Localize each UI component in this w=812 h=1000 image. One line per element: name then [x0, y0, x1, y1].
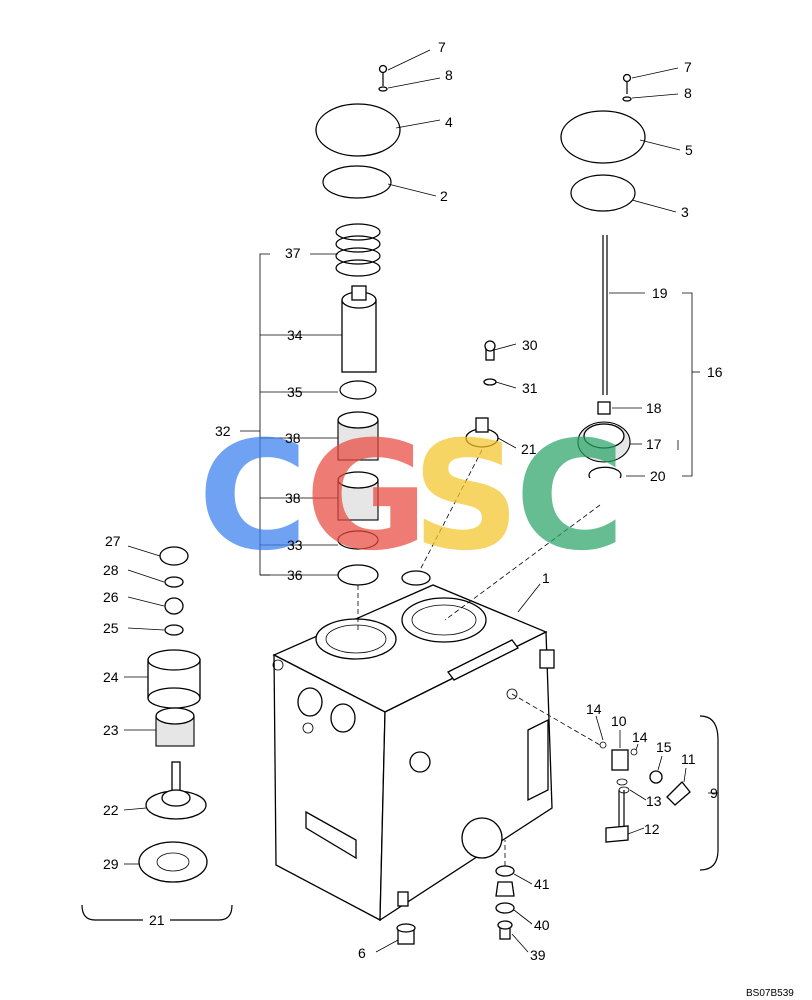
callout-29: 29: [103, 856, 119, 872]
callout-labels: 7 8 4 2 7 8 5 3 37 34 35 32 38 38 33 36 …: [103, 39, 723, 963]
callout-24: 24: [103, 669, 119, 685]
callout-5: 5: [685, 142, 693, 158]
left-filter-stack: [315, 64, 401, 630]
left-side-assembly: [81, 546, 233, 921]
callout-37: 37: [285, 245, 301, 261]
washer-41: [495, 865, 515, 877]
callout-1: 1: [542, 570, 550, 586]
o-ring-2: [322, 165, 392, 199]
callout-12: 12: [644, 821, 660, 837]
bottom-parts: [396, 840, 515, 945]
callout-26: 26: [103, 589, 119, 605]
callout-14: 14: [632, 729, 648, 745]
cap-27: [159, 546, 189, 566]
washer-15: [649, 770, 663, 784]
callout-38: 38: [285, 490, 301, 506]
callout-35: 35: [287, 384, 303, 400]
right-cover-assembly: [444, 73, 646, 621]
block-10: [611, 749, 629, 771]
watermark-letter-1: C: [198, 410, 308, 584]
callout-10: 10: [611, 713, 627, 729]
callout-9: 9: [710, 785, 718, 801]
callout-27: 27: [105, 533, 121, 549]
callout-11: 11: [681, 751, 696, 767]
watermark-letter-4: C: [515, 410, 625, 584]
callout-15: 15: [656, 739, 672, 755]
right-side-parts: [511, 693, 719, 871]
callout-28: 28: [103, 562, 119, 578]
callout-33: 33: [287, 537, 303, 553]
callout-32: 32: [215, 423, 231, 439]
callout-41: 41: [534, 876, 550, 892]
washer-28: [164, 576, 184, 588]
callout-20: 20: [650, 468, 666, 484]
watermark-logo: C G S C: [198, 410, 625, 584]
callout-2: 2: [440, 188, 448, 204]
callout-4: 4: [445, 114, 453, 130]
callout-18: 18: [646, 400, 662, 416]
callout-17: 17: [646, 436, 662, 452]
callout-8: 8: [684, 85, 692, 101]
watermark-letter-2: G: [305, 410, 428, 584]
o-ring-3: [570, 174, 636, 212]
callout-40: 40: [534, 917, 550, 933]
callout-6: 6: [358, 945, 366, 961]
callout-23: 23: [103, 722, 119, 738]
watermark-letter-3: S: [412, 410, 520, 584]
callout-22: 22: [103, 802, 119, 818]
callout-31: 31: [522, 380, 538, 396]
callout-34: 34: [287, 327, 303, 343]
drawing-code: BS07B539: [746, 988, 794, 999]
callout-13: 13: [646, 793, 662, 809]
callout-30: 30: [522, 337, 538, 353]
callout-8: 8: [445, 67, 453, 83]
nut-18: [597, 401, 611, 415]
hydraulic-tank: [272, 570, 555, 922]
callout-16: 16: [707, 364, 723, 380]
callout-7: 7: [438, 39, 446, 55]
o-ring-35: [339, 380, 377, 400]
ring-33: [337, 530, 379, 550]
callout-38: 38: [285, 430, 301, 446]
callout-19: 19: [652, 285, 668, 301]
cover-5: [560, 110, 646, 164]
callout-25: 25: [103, 620, 119, 636]
cover-4: [315, 103, 401, 157]
callout-14: 14: [586, 701, 602, 717]
callout-7: 7: [684, 59, 692, 75]
leader-lines: [123, 49, 718, 953]
washer-25: [164, 624, 184, 636]
callout-36: 36: [287, 567, 303, 583]
fitting-21: [419, 340, 499, 571]
fitting-12: [605, 825, 629, 843]
callout-39: 39: [530, 947, 546, 963]
washer-40: [495, 902, 515, 914]
bolt-11: [666, 781, 691, 806]
callout-21: 21: [149, 912, 165, 928]
callout-21: 21: [521, 441, 537, 457]
callout-3: 3: [681, 204, 689, 220]
nut-26: [164, 597, 184, 615]
